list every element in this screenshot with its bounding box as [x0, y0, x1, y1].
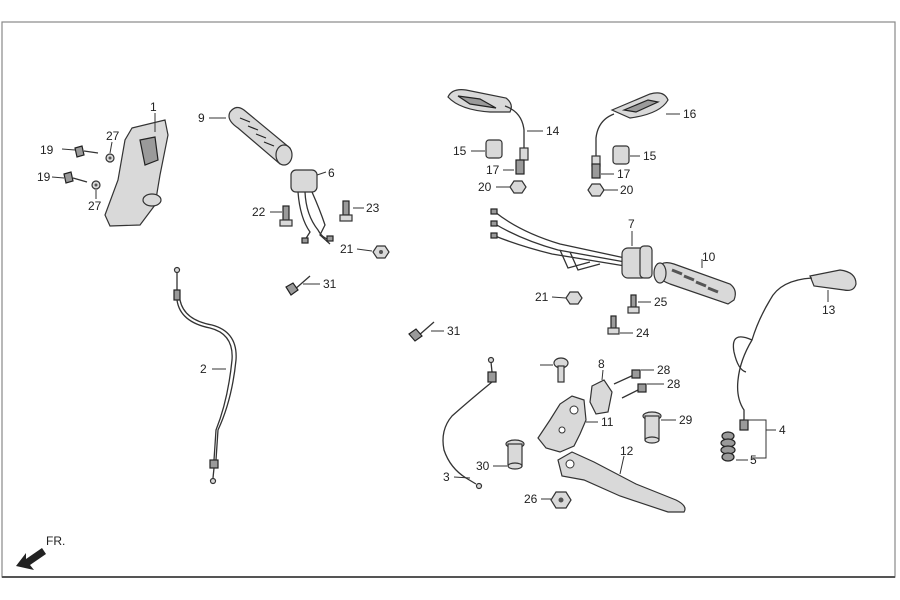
callout-3: 3 [443, 470, 450, 484]
screw-23 [339, 200, 353, 222]
callout-27-lower: 27 [88, 199, 102, 213]
callout-8: 8 [598, 357, 605, 371]
diagram-frame [1, 21, 896, 578]
callout-12: 12 [620, 444, 634, 458]
callout-1: 1 [150, 100, 157, 114]
cable-boot [720, 431, 736, 462]
callout-21-lower: 21 [535, 290, 549, 304]
callout-30: 30 [476, 459, 490, 473]
washer-27-lower [91, 180, 101, 190]
front-arrow-icon [16, 548, 46, 570]
nut-26 [550, 491, 572, 509]
front-indicator-label: FR. [46, 534, 65, 548]
callout-25: 25 [654, 295, 668, 309]
callout-6: 6 [328, 166, 335, 180]
nut-20-right [587, 183, 605, 197]
callout-28-upper: 28 [657, 363, 671, 377]
callout-11: 11 [601, 415, 614, 429]
right-handlebar-switch [490, 208, 653, 279]
nut-20-left [509, 180, 527, 194]
callout-2: 2 [200, 362, 207, 376]
callout-20-right: 20 [620, 183, 634, 197]
callout-23: 23 [366, 201, 380, 215]
adapter-17-left [515, 159, 525, 175]
callout-15-left: 15 [453, 144, 467, 158]
callout-28-lower: 28 [667, 377, 681, 391]
callout-19-upper: 19 [40, 143, 54, 157]
callout-13: 13 [822, 303, 836, 317]
pivot-pin-18 [553, 357, 569, 383]
bolt-31-lower [408, 321, 435, 342]
callout-22: 22 [252, 205, 266, 219]
callout-4-bracket [744, 419, 776, 459]
switch-housing-bracket [104, 119, 169, 227]
mirror-cover-15-right [612, 145, 630, 165]
callout-31-lower: 31 [447, 324, 461, 338]
callout-17-right: 17 [617, 167, 631, 181]
washer-27-upper [105, 153, 115, 163]
screw-28-lower [621, 383, 647, 399]
screw-28-upper [613, 369, 641, 385]
screw-25 [627, 294, 640, 314]
left-mirror [447, 89, 529, 161]
bushing-29 [642, 411, 662, 444]
left-handlebar-switch [290, 169, 334, 245]
nut-21-upper [372, 245, 390, 259]
callout-17-left: 17 [486, 163, 500, 177]
callout-31-upper: 31 [323, 277, 337, 291]
throttle-cable [173, 266, 237, 485]
callout-15-right: 15 [643, 149, 657, 163]
callout-10: 10 [702, 250, 716, 264]
callout-21-upper: 21 [340, 242, 354, 256]
clutch-cable [442, 356, 497, 490]
brake-cable [732, 269, 857, 431]
nut-21-lower [565, 291, 583, 305]
callout-7: 7 [628, 217, 635, 231]
callout-9: 9 [198, 111, 205, 125]
callout-5: 5 [750, 453, 757, 467]
lever-bracket [537, 395, 587, 453]
screw-19-upper [74, 145, 99, 158]
screw-19-lower [63, 171, 88, 184]
right-grip [653, 262, 736, 305]
callout-20-left: 20 [478, 180, 492, 194]
bolt-31-upper [285, 275, 311, 296]
callout-4: 4 [779, 423, 786, 437]
screw-22 [279, 205, 293, 227]
screw-24 [607, 315, 620, 335]
mirror-cover-15-left [485, 139, 503, 159]
bushing-30 [505, 439, 525, 470]
callout-16: 16 [683, 107, 697, 121]
callout-24: 24 [636, 326, 650, 340]
callout-14: 14 [546, 124, 560, 138]
callout-26: 26 [524, 492, 538, 506]
callout-27-upper: 27 [106, 129, 120, 143]
clutch-lever [557, 451, 686, 513]
right-mirror [591, 92, 669, 167]
clamp-8 [589, 379, 613, 415]
callout-19-lower: 19 [37, 170, 51, 184]
callout-29: 29 [679, 413, 693, 427]
left-grip [228, 106, 293, 166]
adapter-17-right [591, 163, 601, 179]
